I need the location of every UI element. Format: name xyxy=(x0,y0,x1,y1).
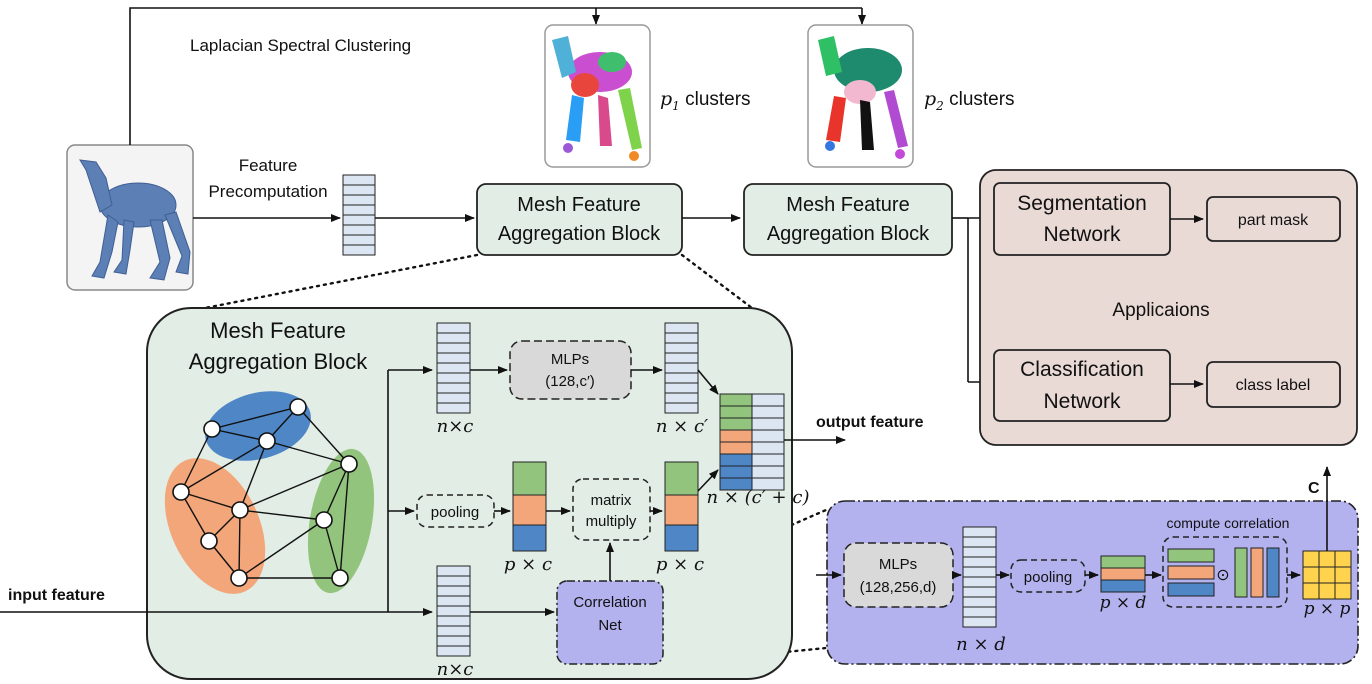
matrix-multiply-box: matrix multiply xyxy=(572,478,651,541)
mfab-detail-title-line2: Aggregation Block xyxy=(189,349,369,374)
corrnet-line2: Net xyxy=(598,617,622,634)
mfab-2-box: Mesh Feature Aggregation Block xyxy=(743,183,953,256)
precomputed-feature-column xyxy=(342,174,376,256)
c-output-label: C xyxy=(1308,480,1320,497)
segmentation-line1: Segmentation xyxy=(1017,192,1147,215)
corrnet-pooling-box: pooling xyxy=(1010,559,1086,593)
corrnet-mlp-line2: (128,256,d) xyxy=(860,579,937,596)
mfab-2-line1: Mesh Feature xyxy=(786,194,909,216)
nxc-bottom-column xyxy=(436,565,471,657)
concat-feature-block xyxy=(719,393,785,491)
segmentation-line2: Network xyxy=(1043,223,1121,246)
classification-line2: Network xyxy=(1043,390,1121,413)
pxd-block xyxy=(1100,555,1146,593)
correlation-net-box: Correlation Net xyxy=(556,580,664,665)
mfab-2-line2: Aggregation Block xyxy=(767,223,930,245)
p1-clusters-image xyxy=(544,24,651,168)
nxc-prime-label: n × c′ xyxy=(656,416,708,437)
nxc-top-label: n×c xyxy=(437,416,474,437)
p2-clusters-image xyxy=(807,24,914,168)
class-label-text: class label xyxy=(1236,377,1311,394)
part-mask-box xyxy=(1206,196,1341,242)
nxd-label: n × d xyxy=(956,634,1006,655)
feature-label-line1: Feature xyxy=(239,156,298,175)
corrnet-pooling-label: pooling xyxy=(1024,569,1072,586)
classification-line1: Classification xyxy=(1020,358,1144,381)
applications-panel: Applicaions Segmentation Network part ma… xyxy=(979,169,1358,446)
svg-text:p2 clusters: p2 clusters xyxy=(924,88,1015,113)
pxp-label: p × p xyxy=(1304,599,1351,619)
mfab-1-line1: Mesh Feature xyxy=(517,194,640,216)
block-branch-lines xyxy=(0,366,433,616)
corrnet-line1: Correlation xyxy=(573,594,646,611)
nxc-top-column xyxy=(436,322,471,414)
p2-clusters-label: p2 clusters xyxy=(924,88,1015,113)
output-feature-label: output feature xyxy=(816,414,924,431)
laplacian-flow-lines xyxy=(129,7,866,145)
pxc-block-1 xyxy=(512,461,547,552)
odot-symbol: ⊙ xyxy=(1216,567,1229,584)
pxc-1-label: p × c xyxy=(504,554,552,575)
pxp-grid xyxy=(1302,550,1352,600)
compute-correlation-box: ⊙ xyxy=(1162,536,1288,608)
corrnet-detail-panel xyxy=(826,500,1359,665)
mfab-1-line2: Aggregation Block xyxy=(498,223,661,245)
compute-correlation-label: compute correlation xyxy=(1167,515,1290,531)
mlp-line2: (128,c′) xyxy=(545,373,595,390)
corrnet-mlp-box: MLPs (128,256,d) xyxy=(843,542,954,608)
arrow-to-concat-top xyxy=(697,369,719,395)
pxc-block-2 xyxy=(664,461,699,552)
svg-text:p1 clusters: p1 clusters xyxy=(660,88,751,113)
applications-title: Applicaions xyxy=(1112,300,1209,321)
nxc-bottom-label: n×c xyxy=(437,659,474,680)
pooling-box: pooling xyxy=(416,494,495,528)
nxc-prime-column xyxy=(664,322,699,414)
arrow-to-concat-bottom xyxy=(697,469,719,492)
concat-label: n × (c′ + c) xyxy=(707,487,810,508)
mesh-graph-illustration xyxy=(164,391,375,594)
mfab-1-box: Mesh Feature Aggregation Block xyxy=(476,183,683,256)
nxd-column xyxy=(962,526,997,628)
class-label-box xyxy=(1206,361,1341,408)
classification-network-box xyxy=(993,349,1171,422)
pxc-2-label: p × c xyxy=(656,554,704,575)
mlp-box: MLPs (128,c′) xyxy=(509,340,632,400)
input-mesh-image xyxy=(66,144,194,291)
part-mask-label: part mask xyxy=(1238,212,1309,229)
mlp-line1: MLPs xyxy=(551,351,589,368)
pxd-label: p × d xyxy=(1100,593,1147,613)
mfab-detail-title-line1: Mesh Feature xyxy=(210,318,346,343)
laplacian-label: Laplacian Spectral Clustering xyxy=(190,36,411,55)
input-feature-label: input feature xyxy=(8,587,105,604)
pooling-label: pooling xyxy=(431,504,479,521)
feature-label-line2: Precomputation xyxy=(208,182,327,201)
matrix-line2: multiply xyxy=(586,513,637,530)
p1-clusters-label: p1 clusters xyxy=(660,88,751,113)
corrnet-mlp-line1: MLPs xyxy=(879,556,917,573)
matrix-line1: matrix xyxy=(591,492,632,509)
